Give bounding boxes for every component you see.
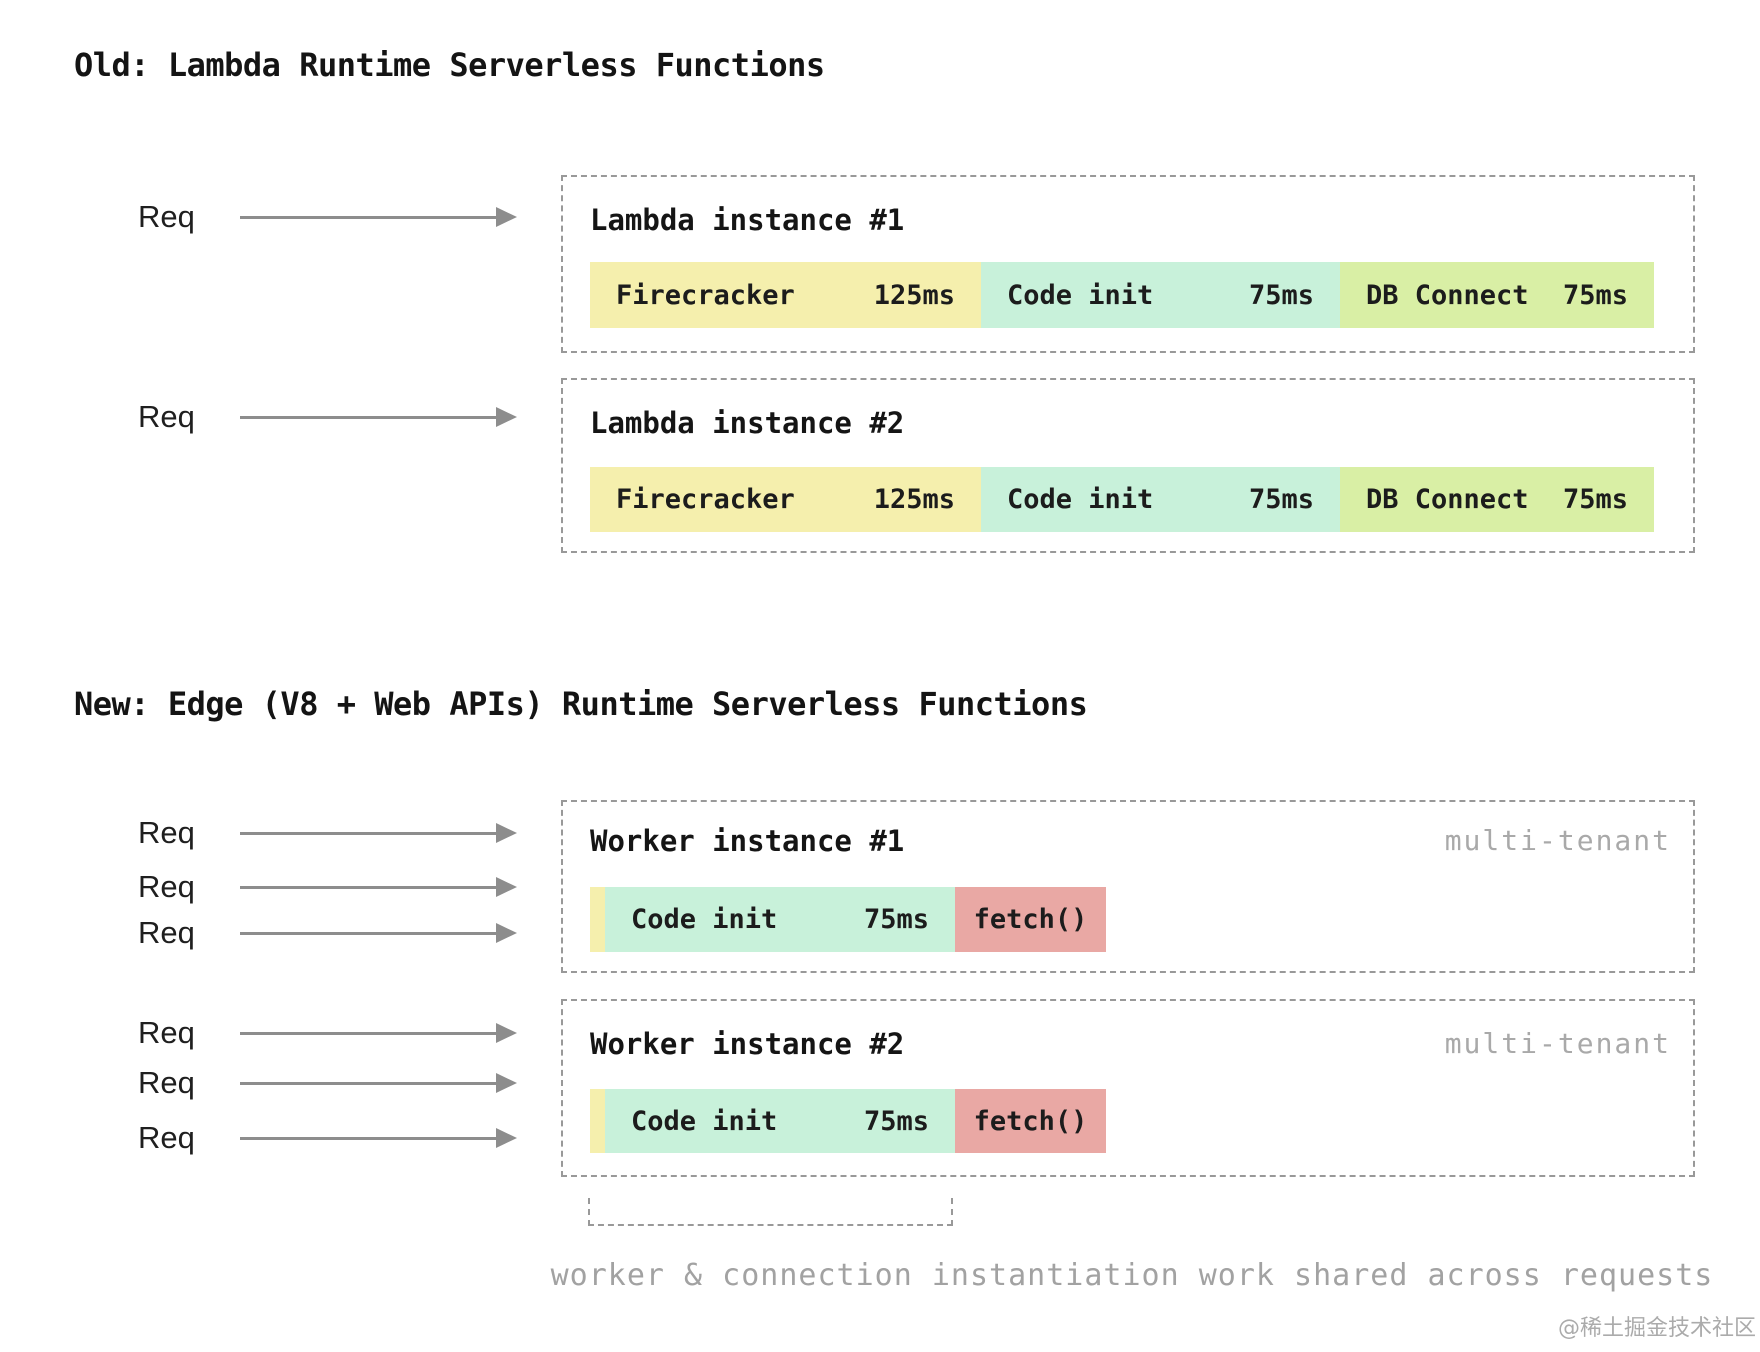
multi-tenant-badge: multi-tenant — [1444, 1027, 1671, 1060]
segment-duration: 75ms — [1248, 484, 1314, 515]
old-section-title: Old: Lambda Runtime Serverless Functions — [74, 46, 825, 84]
bracket-caption: worker & connection instantiation work s… — [550, 1258, 1714, 1293]
segment-db-connect: DB Connect 75ms — [1340, 467, 1654, 532]
arrow-head-icon — [496, 923, 517, 943]
segment-label: Code init — [1007, 484, 1154, 515]
arrow-head-icon — [496, 823, 517, 843]
segment-duration: 75ms — [863, 1105, 929, 1137]
segment-duration: 75ms — [1562, 484, 1628, 515]
req-label: Req — [138, 1065, 195, 1100]
request-arrow: Req — [138, 399, 517, 435]
req-label: Req — [138, 199, 195, 234]
arrow-line — [240, 1081, 496, 1085]
request-arrow: Req — [138, 1120, 517, 1156]
segment-duration: 125ms — [873, 279, 955, 311]
watermark: @稀土掘金技术社区 — [1557, 1316, 1756, 1341]
segment-code-init: Code init 75ms — [605, 887, 955, 952]
worker-instance-2-box: Worker instance #2 multi-tenant Code ini… — [561, 999, 1695, 1177]
lambda-instance-1-box: Lambda instance #1 Firecracker 125ms Cod… — [561, 175, 1695, 353]
arrow-head-icon — [496, 1023, 517, 1043]
arrow-line — [240, 215, 496, 219]
segment-firecracker: Firecracker 125ms — [590, 262, 981, 328]
shared-work-bracket — [588, 1198, 953, 1226]
segment-duration: 75ms — [863, 904, 929, 935]
instance-title: Worker instance #1 — [590, 824, 905, 858]
segment-label: Code init — [1007, 279, 1154, 311]
segment-duration: 75ms — [1562, 279, 1628, 311]
segment-label: Firecracker — [616, 484, 795, 515]
segment-worker-boot — [590, 1089, 605, 1153]
request-arrow: Req — [138, 1015, 517, 1051]
segment-label: fetch() — [973, 904, 1088, 935]
segment-worker-boot — [590, 887, 605, 952]
segment-label: Code init — [631, 1105, 778, 1137]
request-arrow: Req — [138, 869, 517, 905]
timeline-bar: Firecracker 125ms Code init 75ms DB Conn… — [590, 262, 1654, 328]
segment-code-init: Code init 75ms — [981, 262, 1340, 328]
req-label: Req — [138, 399, 195, 434]
segment-label: fetch() — [973, 1105, 1088, 1137]
instance-title: Worker instance #2 — [590, 1027, 905, 1061]
arrow-head-icon — [496, 407, 517, 427]
arrow-line — [240, 1136, 496, 1140]
segment-fetch: fetch() — [955, 887, 1106, 952]
req-label: Req — [138, 1015, 195, 1050]
timeline-bar: Code init 75ms fetch() — [590, 1089, 1106, 1153]
segment-db-connect: DB Connect 75ms — [1340, 262, 1654, 328]
lambda-instance-2-box: Lambda instance #2 Firecracker 125ms Cod… — [561, 378, 1695, 553]
segment-fetch: fetch() — [955, 1089, 1106, 1153]
arrow-line — [240, 831, 496, 835]
segment-label: Code init — [631, 904, 778, 935]
segment-firecracker: Firecracker 125ms — [590, 467, 981, 532]
segment-label: DB Connect — [1366, 484, 1529, 515]
req-label: Req — [138, 869, 195, 904]
segment-code-init: Code init 75ms — [605, 1089, 955, 1153]
req-label: Req — [138, 815, 195, 850]
new-section-title: New: Edge (V8 + Web APIs) Runtime Server… — [74, 685, 1088, 723]
timeline-bar: Code init 75ms fetch() — [590, 887, 1106, 952]
arrow-line — [240, 885, 496, 889]
req-label: Req — [138, 915, 195, 950]
request-arrow: Req — [138, 1065, 517, 1101]
arrow-head-icon — [496, 877, 517, 897]
segment-duration: 125ms — [873, 484, 955, 515]
segment-duration: 75ms — [1248, 279, 1314, 311]
timeline-bar: Firecracker 125ms Code init 75ms DB Conn… — [590, 467, 1654, 532]
arrow-head-icon — [496, 207, 517, 227]
segment-label: Firecracker — [616, 279, 795, 311]
arrow-head-icon — [496, 1128, 517, 1148]
request-arrow: Req — [138, 199, 517, 235]
arrow-line — [240, 415, 496, 419]
arrow-head-icon — [496, 1073, 517, 1093]
instance-title: Lambda instance #2 — [590, 406, 905, 440]
worker-instance-1-box: Worker instance #1 multi-tenant Code ini… — [561, 800, 1695, 973]
instance-title: Lambda instance #1 — [590, 203, 905, 237]
request-arrow: Req — [138, 915, 517, 951]
segment-code-init: Code init 75ms — [981, 467, 1340, 532]
req-label: Req — [138, 1120, 195, 1155]
request-arrow: Req — [138, 815, 517, 851]
arrow-line — [240, 931, 496, 935]
segment-label: DB Connect — [1366, 279, 1529, 311]
multi-tenant-badge: multi-tenant — [1444, 824, 1671, 857]
arrow-line — [240, 1031, 496, 1035]
